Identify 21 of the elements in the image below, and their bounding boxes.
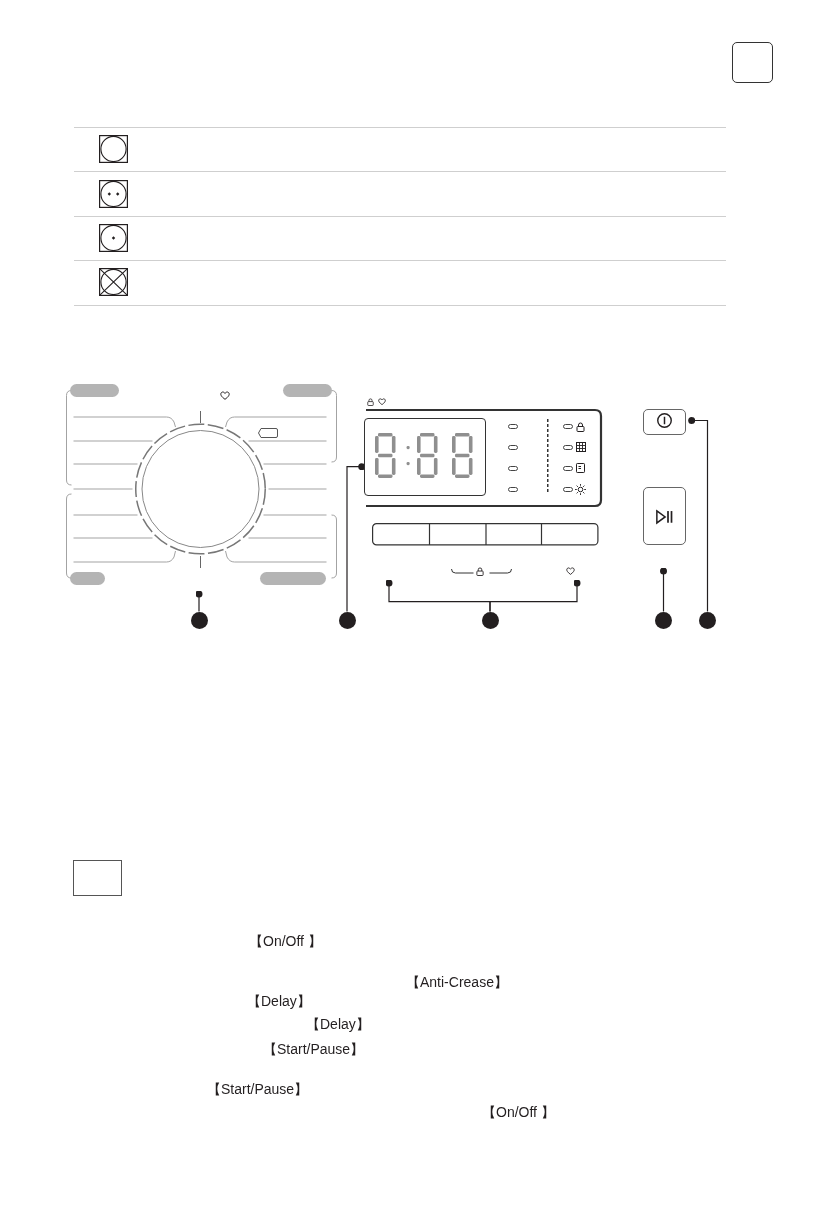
callout-marker	[338, 611, 356, 629]
key-name: 【Anti-Crease】	[406, 973, 508, 991]
power-button	[643, 409, 686, 435]
display-screen	[364, 418, 486, 496]
leader-line	[385, 579, 581, 613]
key-name: 【Start/Pause】	[207, 1080, 309, 1098]
key-name: 【On/Off 】	[249, 932, 322, 950]
callout-marker	[190, 611, 208, 629]
key-name: 【On/Off 】	[482, 1103, 555, 1121]
button-strip	[372, 523, 599, 576]
key-name: 【Delay】	[306, 1015, 370, 1033]
key-name: 【Delay】	[247, 992, 311, 1010]
leader-line	[660, 567, 667, 613]
callout-marker	[699, 611, 716, 629]
leader-line	[346, 463, 366, 613]
leader-line	[688, 417, 709, 613]
leader-line	[195, 590, 203, 613]
start-pause-button	[643, 487, 686, 545]
callout-marker	[655, 611, 672, 629]
key-name: 【Start/Pause】	[263, 1040, 365, 1058]
callout-marker	[481, 611, 499, 629]
